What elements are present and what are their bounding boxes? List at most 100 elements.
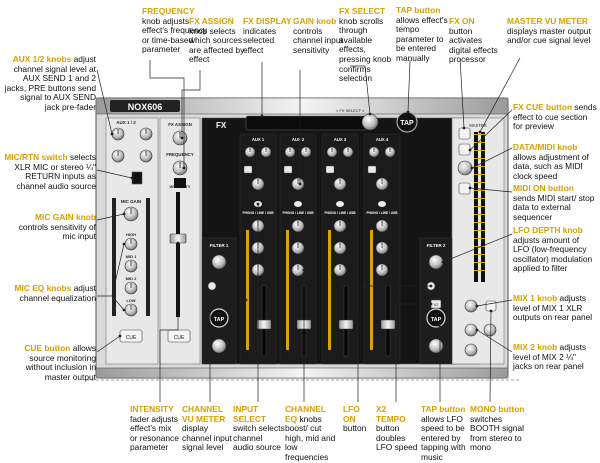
callout-fx-display-body: indicates selected effect <box>243 25 277 55</box>
callout-x2-tempo-title: X2 TEMPO <box>376 404 406 424</box>
callout-cue-body: allows source monitoring without inclusi… <box>25 343 96 382</box>
callout-tap: TAP button allows effect's tempo paramet… <box>396 5 450 64</box>
mic-rtn-switch[interactable] <box>131 171 143 185</box>
callout-lfo-depth: LFO DEPTH knob adjusts amount of LFO (lo… <box>513 225 597 274</box>
callout-mic-rtn: MIC/RTN switch selects XLR MIC or stereo… <box>4 152 96 191</box>
callout-tap-lfo: TAP button allows LFO speed to be entere… <box>421 404 467 463</box>
callout-mic-gain-title: MIC GAIN knob <box>35 212 96 222</box>
callout-mic-rtn-body: selects XLR MIC or stereo ¼" RETURN inpu… <box>14 152 96 191</box>
callout-tap-title: TAP button <box>396 5 441 15</box>
channel-2-pre-button[interactable] <box>283 165 293 174</box>
callout-x2-tempo: X2 TEMPO button doubles LFO speed <box>376 404 418 453</box>
channel-3-vu-meter <box>328 230 331 350</box>
callout-mic-eq: MIC EQ knobs adjust channel equalization <box>4 283 96 303</box>
mic-eq-label-2: MID 2 <box>126 276 137 281</box>
callout-input-select: INPUT SELECT switch selects channel audi… <box>233 404 285 453</box>
master-vu-tick-0 <box>474 134 485 135</box>
filter1-resonance-knob[interactable] <box>211 338 227 354</box>
channel-2-input-label: PHONO / LINE / USB <box>283 211 315 215</box>
channel-4-pre-button[interactable] <box>367 165 377 174</box>
channel-1-pre-button[interactable] <box>243 165 253 174</box>
midi-on-button[interactable] <box>458 182 471 195</box>
channel-4-vu-meter <box>370 230 373 350</box>
mic-cue-label: CUE <box>126 335 137 341</box>
fx-cue-button[interactable] <box>458 143 471 156</box>
callout-aux12-body: adjust channel signal level at AUX SEND … <box>4 54 96 112</box>
callout-fx-assign-title: FX ASSIGN <box>189 16 234 26</box>
channel-3-fader-cap[interactable] <box>338 319 354 330</box>
channel-4-input-label: PHONO / LINE / USB <box>367 211 399 215</box>
callout-tap-body: allows effect's tempo parameter to be en… <box>396 14 448 63</box>
frequency-label: FREQUENCY <box>166 152 194 157</box>
channel-1-input-switch <box>254 201 262 207</box>
mix2-knob[interactable] <box>464 323 478 337</box>
data-midi-knob[interactable] <box>457 160 473 176</box>
channel-3-pre-button[interactable] <box>325 165 335 174</box>
channel-2-fader-cap[interactable] <box>296 319 312 330</box>
mic-aux12-label: AUX 1 / 2 <box>116 120 136 125</box>
callout-fx-cue: FX CUE button sends effect to cue sectio… <box>513 102 597 132</box>
callout-mix2-body: adjusts level of MIX 2 ¼" jacks on rear … <box>513 342 587 372</box>
callout-intensity: INTENSITY fader adjusts effect's mix or … <box>130 404 180 453</box>
callout-mic-eq-title: MIC EQ knobs <box>14 283 72 293</box>
callout-midi-on-title: MIDI ON button <box>513 183 574 193</box>
callout-lfo-on-title: LFO ON <box>343 404 360 424</box>
master-vu-tick-9 <box>474 206 485 207</box>
callout-input-select-body: switch selects channel audio source <box>233 423 285 453</box>
callout-fx-on-title: FX ON <box>449 16 475 26</box>
master-vu-tick-12 <box>474 230 485 231</box>
callout-master-vu: MASTER VU METER displays master output a… <box>507 16 593 46</box>
headphone-knob[interactable] <box>464 343 478 357</box>
mic-fader-track <box>146 198 150 316</box>
channel-1-input-label: PHONO / LINE / USB <box>243 211 275 215</box>
callout-data-midi-body: allows adjustment of data, such as MIDI … <box>513 151 589 181</box>
channel-4-fader-cap[interactable] <box>380 319 396 330</box>
channel-2-vu-meter <box>286 230 289 350</box>
callout-mono-body: switches BOOTH signal from stereo to mon… <box>470 413 524 453</box>
callout-aux12-title: AUX 1/2 knobs <box>12 54 72 64</box>
filter1-lfo-on-button[interactable] <box>207 281 217 291</box>
callout-lfo-on: LFO ON button <box>343 404 373 434</box>
callout-channel-vu: CHANNEL VU METER display channel input s… <box>182 404 232 453</box>
fx-assign-label: FX ASSIGN <box>168 122 192 127</box>
mono-button[interactable] <box>485 300 497 312</box>
channel-1-fader-cap[interactable] <box>256 319 272 330</box>
master-vu-tick-17 <box>474 270 485 271</box>
filter2-lfo-on-button[interactable] <box>426 281 436 291</box>
filter2-tap-label: TAP <box>431 317 442 323</box>
callout-mix2: MIX 2 knob adjusts level of MIX 2 ¼" jac… <box>513 342 597 372</box>
intensity-fader-cap[interactable] <box>169 233 187 244</box>
callout-frequency: FREQUENCY knob adjusts effect's frequenc… <box>142 6 212 55</box>
fx-on-button[interactable] <box>458 127 471 140</box>
mic-eq-label-3: LOW <box>126 298 136 303</box>
callout-midi-on-body: sends MIDI start/ stop data to external … <box>513 192 595 222</box>
callout-cue-title: CUE button <box>24 343 71 353</box>
callout-intensity-title: INTENSITY <box>130 404 174 414</box>
callout-mono-title: MONO button <box>470 404 525 414</box>
callout-channel-eq-body: knobs boost/ cut high, mid and low frequ… <box>285 413 336 462</box>
callout-data-midi-title: DATA/MIDI knob <box>513 142 578 152</box>
booth-knob[interactable] <box>483 323 497 337</box>
callout-fx-assign: FX ASSIGN knob selects which sources are… <box>189 16 245 65</box>
callout-mix1-body: adjusts level of MIX 1 XLR outputs on re… <box>513 293 593 323</box>
mic-eq-label-0: HIGH <box>126 232 136 237</box>
filter1-lfo-depth-knob[interactable] <box>211 254 227 270</box>
filter2-lfo-depth-knob[interactable] <box>428 254 444 270</box>
fx-select-knob[interactable] <box>361 113 379 131</box>
callout-channel-eq: CHANNEL EQ knobs boost/ cut high, mid an… <box>285 404 337 463</box>
callout-gain: GAIN knob controls channel input sensiti… <box>293 16 351 55</box>
master-vu-tick-1 <box>474 142 485 143</box>
channel-2-aux-label: AUX 2 <box>292 137 305 142</box>
filter2-resonance-knob[interactable] <box>428 338 444 354</box>
callout-cue: CUE button allows source monitoring with… <box>4 343 96 382</box>
callout-mono: MONO button switches BOOTH signal from s… <box>470 404 530 453</box>
mix1-knob[interactable] <box>464 299 478 313</box>
callout-data-midi: DATA/MIDI knob allows adjustment of data… <box>513 142 597 181</box>
callout-master-vu-title: MASTER VU METER <box>507 16 588 26</box>
callout-fx-on: FX ON button activates digital effects p… <box>449 16 499 65</box>
intensity-fader-track <box>176 192 180 317</box>
tap-label-top: TAP <box>400 120 414 127</box>
callout-fx-select-title: FX SELECT <box>339 6 386 16</box>
callout-mic-gain-body: controls sensitivity of mic input <box>18 221 96 242</box>
callout-tap-lfo-title: TAP button <box>421 404 466 414</box>
